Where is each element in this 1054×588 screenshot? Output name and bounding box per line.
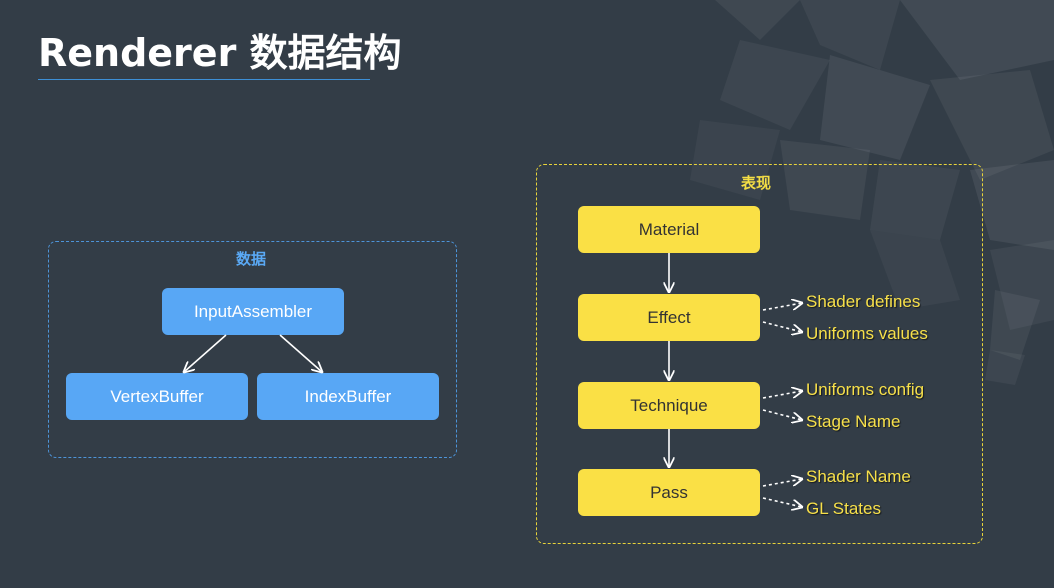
- technique-node[interactable]: Technique: [578, 382, 760, 429]
- pass-node[interactable]: Pass: [578, 469, 760, 516]
- data-group-box: [48, 241, 457, 458]
- material-node[interactable]: Material: [578, 206, 760, 253]
- page-title: Renderer 数据结构: [38, 31, 402, 75]
- input-assembler-node[interactable]: InputAssembler: [162, 288, 344, 335]
- effect-node[interactable]: Effect: [578, 294, 760, 341]
- vertex-buffer-node[interactable]: VertexBuffer: [66, 373, 248, 420]
- technique-prop-label: Uniforms config: [806, 380, 925, 399]
- pass-prop-label: GL States: [806, 499, 881, 518]
- pass-prop-label: Shader Name: [806, 467, 911, 486]
- effect-prop-label: Uniforms values: [806, 324, 928, 343]
- technique-prop-label: Stage Name: [806, 412, 901, 431]
- data-group-label: 数据: [236, 250, 267, 268]
- index-buffer-node[interactable]: IndexBuffer: [257, 373, 439, 420]
- show-group-box: [536, 164, 983, 544]
- title-underline: [38, 79, 370, 80]
- show-group-label: 表现: [741, 174, 772, 192]
- effect-prop-label: Shader defines: [806, 292, 921, 311]
